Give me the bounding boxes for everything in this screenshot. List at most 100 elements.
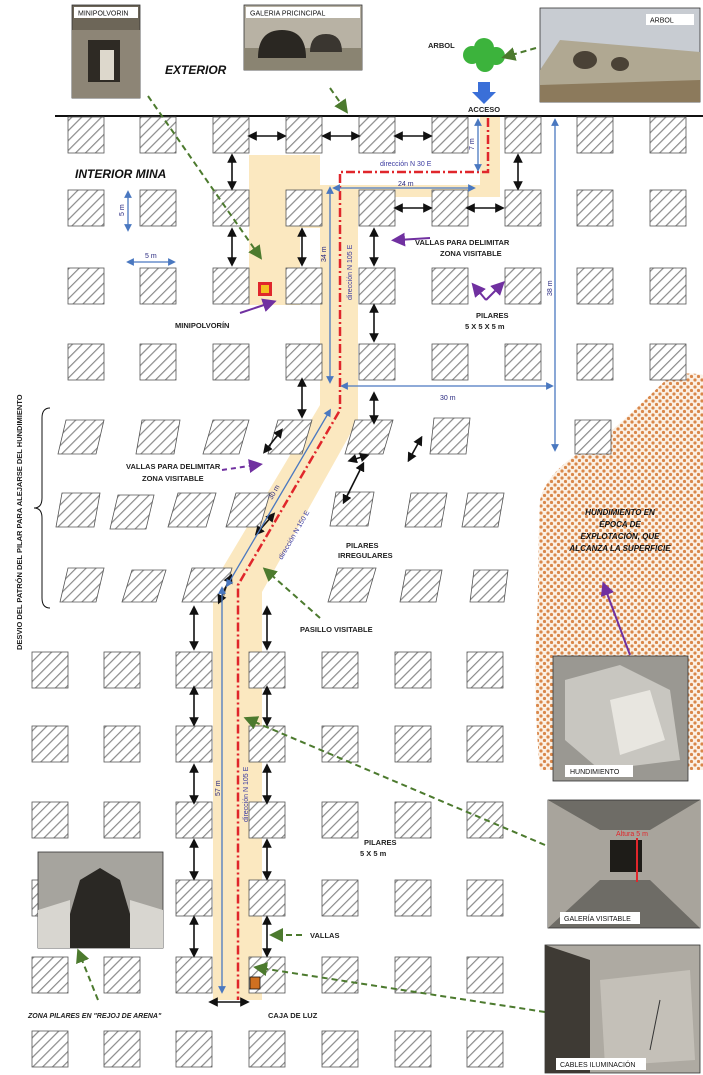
pillar xyxy=(394,1030,432,1068)
altura-label: Altura 5 m xyxy=(616,831,648,838)
pillar xyxy=(321,1030,359,1068)
pillar-irregular xyxy=(135,419,181,455)
caption-arbol: ARBOL xyxy=(650,18,674,25)
pillar xyxy=(212,343,250,381)
fence xyxy=(407,435,423,463)
photo-reloj-arena xyxy=(37,851,164,949)
measure-5m-b: 5 m xyxy=(145,253,157,260)
pillar xyxy=(321,801,359,839)
pillar xyxy=(248,801,286,839)
pillar xyxy=(285,189,323,227)
pillar xyxy=(285,267,323,305)
pillar xyxy=(175,801,213,839)
hundimiento-text-3: EXPLOTACIÓN, QUE xyxy=(581,532,661,541)
brace xyxy=(33,407,51,609)
pilares-label-1a: PILARES xyxy=(476,311,509,320)
pillar-irregular xyxy=(327,567,377,603)
pillar xyxy=(466,956,504,994)
green-arrows xyxy=(76,47,546,1013)
pillar xyxy=(103,725,141,763)
pillar-irregular xyxy=(121,569,167,603)
pillar xyxy=(212,116,250,154)
fences xyxy=(189,131,523,1007)
measure-7m: 7 m xyxy=(469,138,476,150)
photo-minipolvorin: MINIPOLVORIN xyxy=(71,4,141,99)
pillar xyxy=(103,651,141,689)
pillar xyxy=(212,267,250,305)
pillar-irregular xyxy=(574,419,612,455)
measurement-lines xyxy=(124,118,559,994)
pillar xyxy=(321,956,359,994)
pillar xyxy=(103,801,141,839)
photo-hundimiento: HUNDIMIENTO xyxy=(552,655,689,782)
pillar xyxy=(248,651,286,689)
pillar xyxy=(285,343,323,381)
pillar xyxy=(31,1030,69,1068)
pillar xyxy=(139,189,177,227)
hundimiento-text-2: ÉPOCA DE xyxy=(599,520,641,529)
pillar xyxy=(504,343,542,381)
pillar xyxy=(321,725,359,763)
direction-label-1: dirección N 30 E xyxy=(380,161,432,168)
pillar xyxy=(649,267,687,305)
pillar xyxy=(31,725,69,763)
pillar-irregular xyxy=(344,419,394,455)
pillar xyxy=(431,116,469,154)
pillar xyxy=(394,956,432,994)
pasillo-label: PASILLO VISITABLE xyxy=(300,625,373,634)
pilares-irr-label-a: PILARES xyxy=(346,541,379,550)
pillar-irregular xyxy=(55,492,101,528)
photo-galeria-visitable: Altura 5 m GALERÍA VISITABLE xyxy=(547,799,701,929)
caption-hundimiento: HUNDIMIENTO xyxy=(570,769,620,776)
minipolvorin-icon xyxy=(252,270,282,302)
hundimiento-text-4: ALCANZA LA SUPERFICIE xyxy=(568,544,671,553)
pillar xyxy=(466,1030,504,1068)
pillar-irregular xyxy=(461,492,505,528)
direction-label-2: dirección N 105 E xyxy=(347,244,354,300)
pillar xyxy=(175,879,213,917)
pillar xyxy=(321,879,359,917)
interior-label: INTERIOR MINA xyxy=(75,167,166,181)
pillar-irregular xyxy=(109,494,155,530)
pillar xyxy=(394,725,432,763)
measure-38m: 38 m xyxy=(547,280,554,296)
pillar xyxy=(466,879,504,917)
pillar xyxy=(285,116,323,154)
pillar xyxy=(175,651,213,689)
pillar xyxy=(358,116,396,154)
pillar xyxy=(103,1030,141,1068)
pilares-label-2b: 5 X 5 m xyxy=(360,849,387,858)
pillar xyxy=(576,189,614,227)
pillar xyxy=(504,116,542,154)
acceso-label: ACCESO xyxy=(468,105,500,114)
caja-luz-icon xyxy=(249,976,261,990)
access-arrow xyxy=(472,82,496,104)
tree-icon xyxy=(463,38,505,72)
side-label: DESVIO DEL PATRÓN DEL PILAR PARA ALEJARS… xyxy=(15,394,24,650)
pillar xyxy=(358,189,396,227)
pillar xyxy=(504,267,542,305)
pillar-irregular xyxy=(59,567,105,603)
hundimiento-text-1: HUNDIMIENTO EN xyxy=(585,508,655,517)
measure-5m-a: 5 m xyxy=(119,204,126,216)
caption-galeria: GALERIA PRICINCIPAL xyxy=(250,11,325,18)
pillar xyxy=(466,725,504,763)
pillar xyxy=(103,956,141,994)
pillar xyxy=(175,956,213,994)
measure-34m: 34 m xyxy=(321,246,328,262)
pillar xyxy=(248,879,286,917)
pillar xyxy=(576,267,614,305)
caja-luz-label: CAJA DE LUZ xyxy=(268,1011,318,1020)
purple-arrows xyxy=(221,232,631,656)
exterior-label: EXTERIOR xyxy=(165,63,227,77)
pillar xyxy=(431,267,469,305)
pillar xyxy=(394,651,432,689)
pillar xyxy=(248,725,286,763)
pillar xyxy=(649,343,687,381)
measure-30m-a: 30 m xyxy=(440,395,456,402)
pilares-irr-label-b: IRREGULARES xyxy=(338,551,393,560)
caption-galeria-visitable: GALERÍA VISITABLE xyxy=(564,914,631,923)
pillar xyxy=(358,343,396,381)
zona-pilares-label: ZONA PILARES EN "REJOJ DE ARENA" xyxy=(27,1013,162,1020)
pillar xyxy=(31,956,69,994)
